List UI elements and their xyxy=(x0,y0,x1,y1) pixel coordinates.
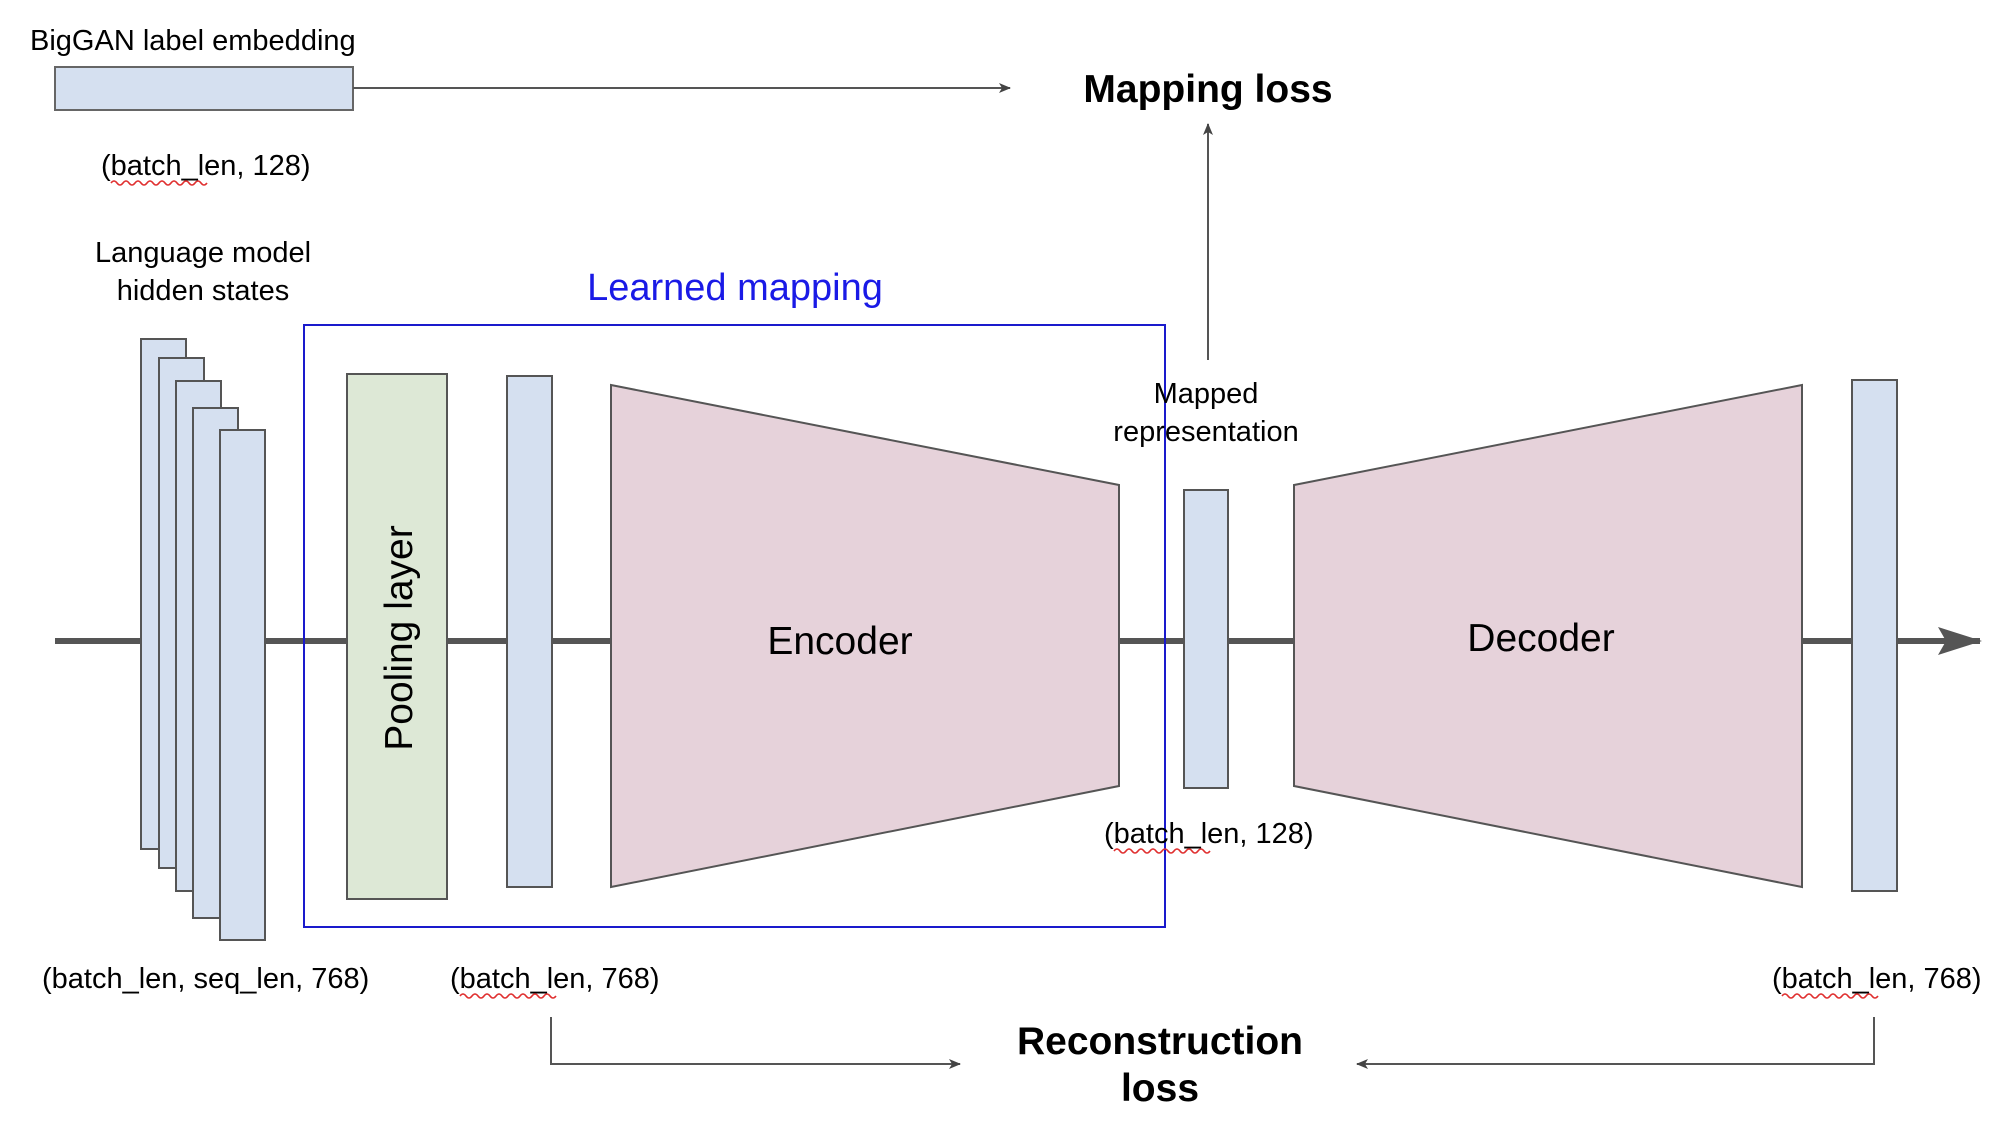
spellcheck-squiggle xyxy=(1113,848,1211,854)
lm-hidden-states-label-line1: Language model xyxy=(95,237,311,269)
spellcheck-squiggle xyxy=(110,180,208,186)
reconstruction-loss-title-line1: Reconstruction xyxy=(1017,1020,1303,1063)
output-tensor xyxy=(1851,379,1898,892)
learned-mapping-title: Learned mapping xyxy=(587,267,883,309)
mapped-representation-label-line2: representation xyxy=(1113,416,1298,448)
decoder-block xyxy=(1293,383,1803,889)
pooling-layer-block xyxy=(346,373,448,900)
reconstruction-loss-title-line2: loss xyxy=(1121,1067,1199,1110)
output-shape-label: (batch_len, 768) xyxy=(1772,963,1982,995)
hidden-states-shape-label: (batch_len, seq_len, 768) xyxy=(42,963,369,995)
encoder-label: Encoder xyxy=(767,620,912,663)
spellcheck-squiggle xyxy=(459,993,557,999)
lm-hidden-states-label-line2: hidden states xyxy=(117,275,290,307)
embedding-shape-label: (batch_len, 128) xyxy=(101,150,311,182)
mapping-loss-title: Mapping loss xyxy=(1083,68,1332,111)
biggan-embedding-label: BigGAN label embedding xyxy=(30,25,356,57)
pooled-tensor xyxy=(506,375,553,888)
decoder-label: Decoder xyxy=(1467,617,1614,660)
pooled-to-reconstruction-loss-arrow xyxy=(550,1017,961,1069)
encoder-block xyxy=(610,383,1120,889)
learned-mapping-box xyxy=(303,324,1166,928)
biggan-embedding-tensor xyxy=(54,66,354,111)
spellcheck-squiggle xyxy=(1781,993,1879,999)
hidden-state-tensor xyxy=(219,429,266,941)
pooled-shape-label: (batch_len, 768) xyxy=(450,963,660,995)
pooling-layer-label: Pooling layer xyxy=(378,525,421,750)
mapped-representation-label-line1: Mapped xyxy=(1154,378,1259,410)
mapped-shape-label: (batch_len, 128) xyxy=(1104,818,1314,850)
output-to-reconstruction-loss-arrow xyxy=(1356,1017,1875,1069)
mapped-representation-tensor xyxy=(1183,489,1229,789)
